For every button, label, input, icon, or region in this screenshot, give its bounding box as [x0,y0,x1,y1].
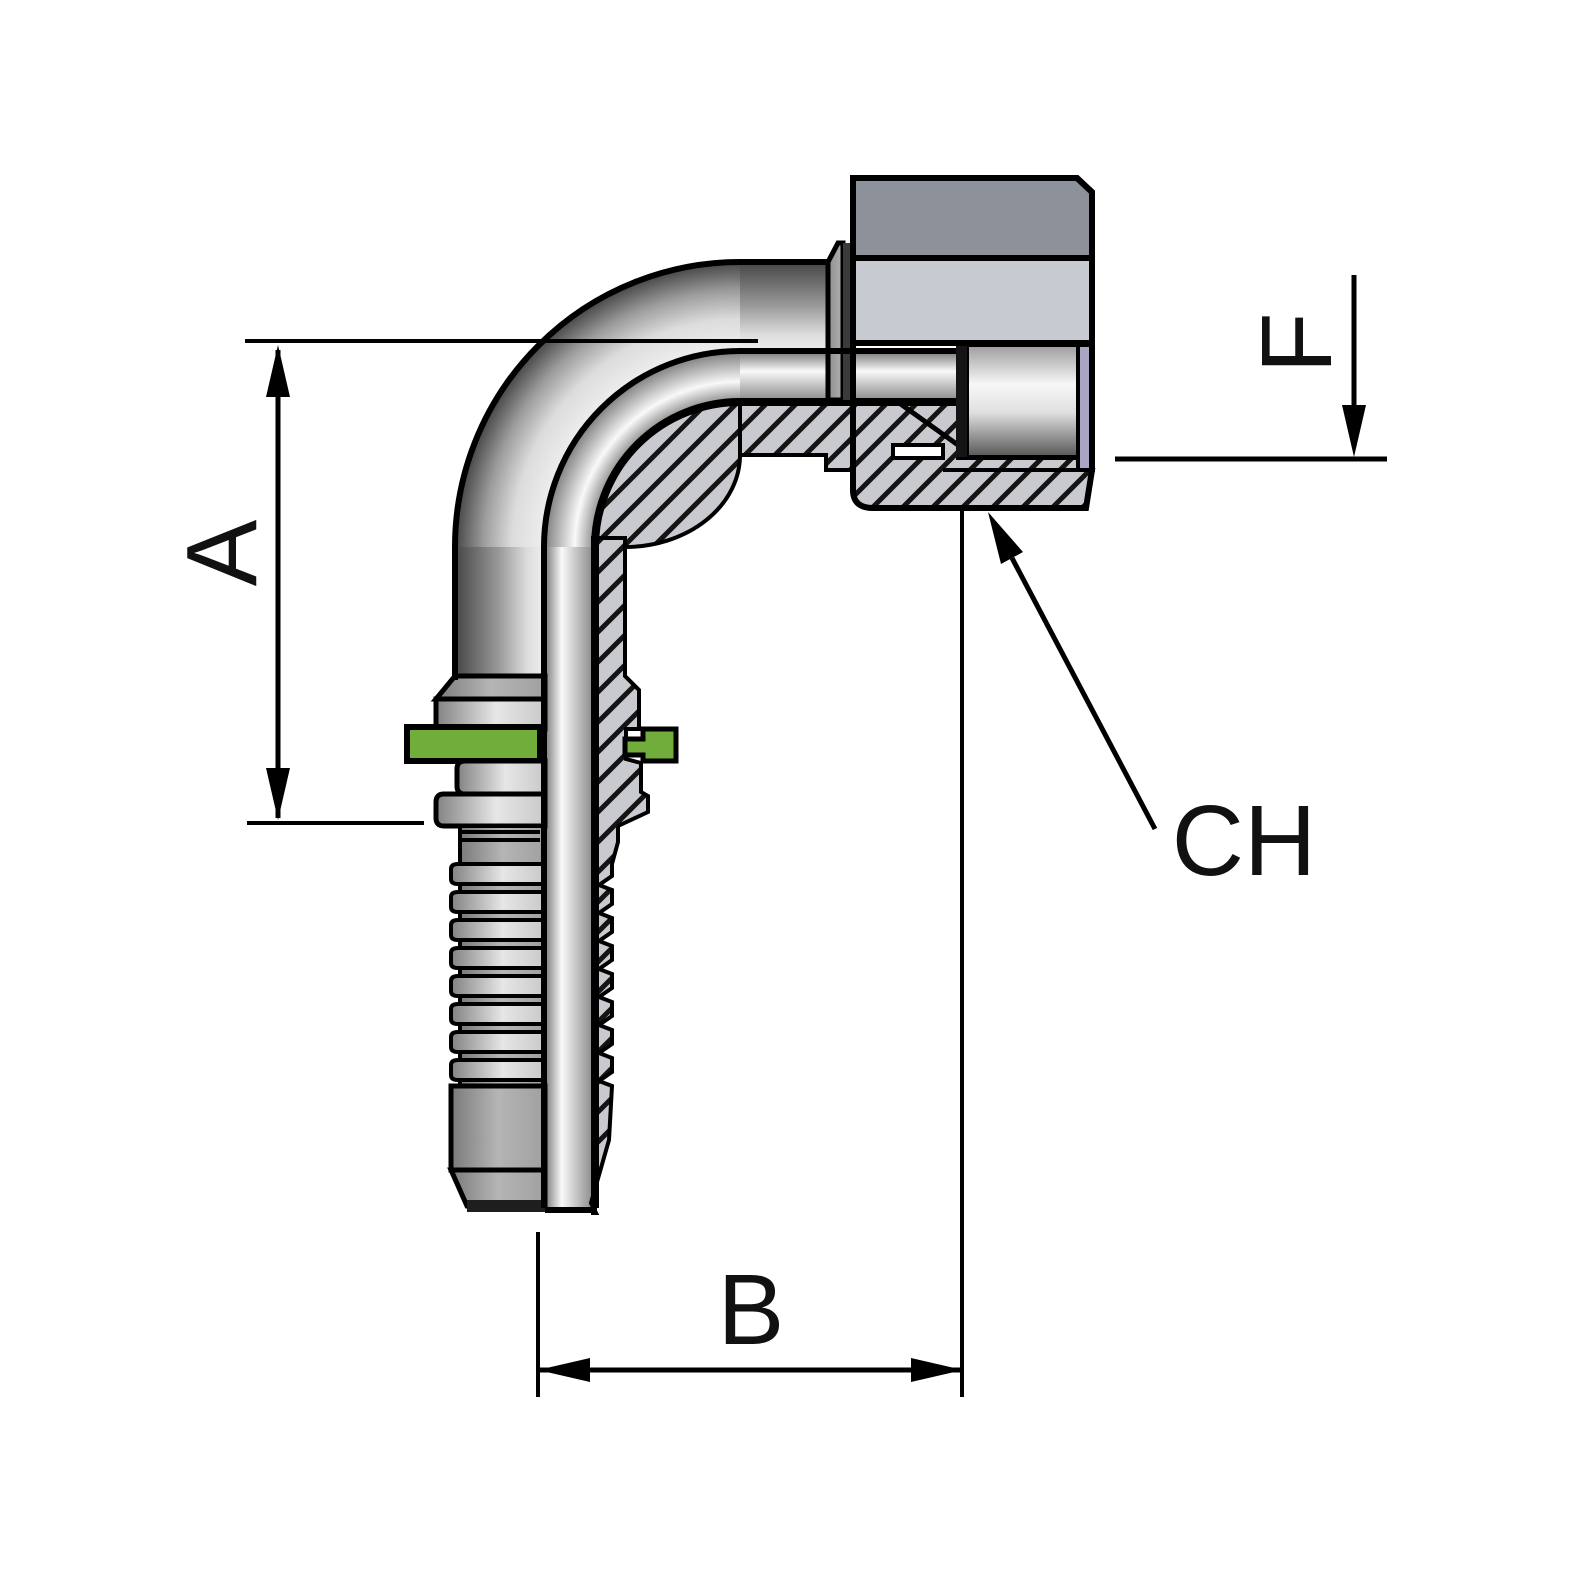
dimensions: A B F CH [166,275,1387,1397]
dim-b-arrow-left [538,1358,590,1382]
horizontal-leg-outer-surface [740,262,828,352]
barb-ridge [449,974,547,998]
dim-b-label: B [718,1254,785,1366]
dim-f-label: F [1241,312,1353,373]
bore-bend [545,352,740,547]
seat-recess-notch [891,443,945,460]
section-wall-shank [588,536,650,1215]
shank-collar-small [454,758,548,797]
flare-washer-strip [843,243,853,400]
tube-flare-collar [825,240,846,403]
bore-top-outline [541,348,956,1208]
barb-ridge [449,946,547,970]
bore-bottom-outline [593,400,956,1208]
barb-ridge [449,890,547,914]
dim-f-arrow [1342,405,1366,457]
seat-cone-line [893,397,960,448]
dim-ch: CH [988,512,1316,897]
bore-sleeve-gap [956,345,967,457]
dim-a-arrow-down [266,768,290,820]
vertical-leg-outer-surface [455,540,545,680]
dim-f: F [1115,275,1387,462]
dim-a: A [166,339,758,825]
seal-ring-green-right [622,726,679,764]
nut-hex-front-facet [850,255,1095,346]
barb-ridge [449,862,547,886]
shank-collar-large [433,791,548,829]
dim-b: B [536,508,964,1397]
barb-ridge [449,918,547,942]
barb-ridge [449,1002,547,1026]
barb-ridge [449,1030,547,1054]
elbow-bend-outer-surface [455,262,740,547]
nut-hex-top-facet [850,175,1095,261]
barb-end-band [448,1083,548,1173]
dim-ch-leader [1009,556,1158,831]
seal-ring-green-left [404,724,543,764]
barb-ridge [449,1058,547,1082]
bore-vertical [545,547,593,1213]
dim-b-arrow-right [911,1358,963,1382]
elbow-outer-outline [452,259,828,680]
nut-outline [850,175,1095,511]
elbow-fitting [404,175,1096,1215]
dim-a-arrow-up [266,345,290,397]
dim-ch-arrow [988,512,1023,564]
barb-tip-edge [467,1200,545,1212]
dim-ch-label: CH [1172,785,1316,897]
dim-a-label: A [166,519,278,586]
nut-thread-sleeve [965,343,1080,459]
